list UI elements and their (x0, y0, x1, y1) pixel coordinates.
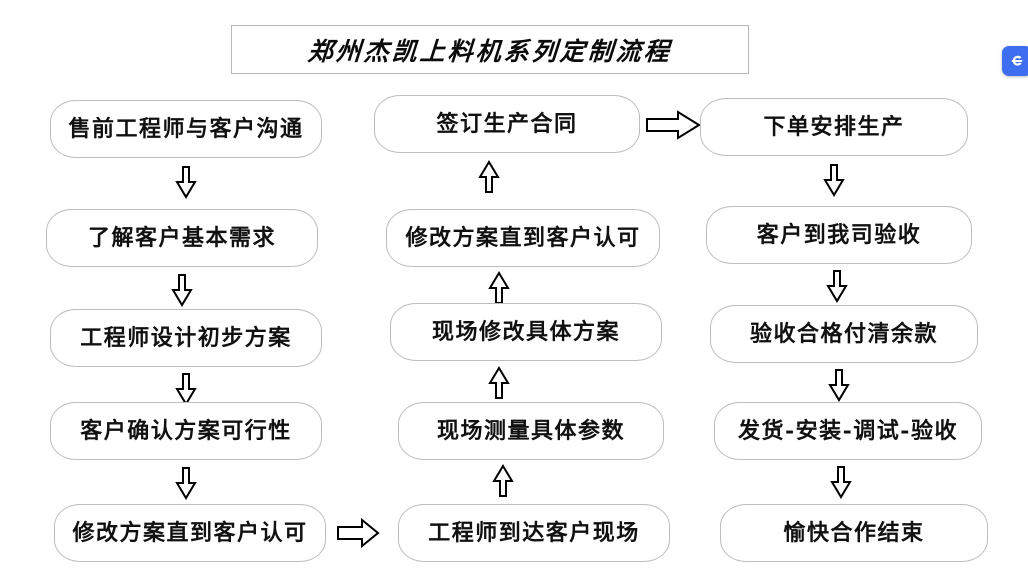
node-col3-step5[interactable]: 愉快合作结束 (720, 504, 988, 562)
node-col1-step2[interactable]: 了解客户基本需求 (46, 209, 318, 267)
node-label: 修改方案直到客户认可 (72, 520, 308, 546)
node-col2-step3[interactable]: 现场修改具体方案 (390, 303, 662, 361)
node-col1-step1[interactable]: 售前工程师与客户沟通 (50, 100, 322, 158)
node-col2-step5[interactable]: 签订生产合同 (374, 95, 640, 153)
s-glyph-icon (1011, 55, 1023, 66)
arrow-right-col1-to-col2 (337, 517, 380, 549)
node-label: 客户确认方案可行性 (80, 418, 292, 444)
chart-title-box: 郑州杰凯上料机系列定制流程 (231, 25, 749, 74)
node-col1-step4[interactable]: 客户确认方案可行性 (50, 402, 322, 460)
node-col2-step1[interactable]: 工程师到达客户现场 (398, 504, 670, 562)
node-label: 签订生产合同 (436, 111, 578, 137)
node-label: 了解客户基本需求 (87, 225, 276, 251)
node-label: 工程师到达客户现场 (428, 520, 640, 546)
arrow-up-col2-4 (478, 160, 500, 193)
page-title: 郑州杰凯上料机系列定制流程 (306, 36, 673, 66)
arrow-down-col1-4 (175, 467, 197, 500)
arrow-down-col3-3 (828, 369, 850, 402)
arrow-down-col3-4 (830, 466, 852, 499)
arrow-down-col3-2 (826, 270, 848, 303)
node-col1-step3[interactable]: 工程师设计初步方案 (50, 309, 322, 367)
sogou-browser-badge-icon[interactable] (1002, 46, 1028, 76)
node-col3-step4[interactable]: 发货-安装-调试-验收 (714, 402, 982, 460)
node-label: 客户到我司验收 (756, 222, 922, 248)
node-label: 愉快合作结束 (783, 520, 925, 546)
arrow-up-col2-2 (488, 366, 510, 399)
arrow-down-col3-1 (823, 164, 845, 197)
arrow-down-col1-1 (175, 166, 197, 199)
node-label: 现场测量具体参数 (436, 418, 625, 444)
node-label: 现场修改具体方案 (431, 319, 620, 345)
arrow-down-col1-2 (171, 274, 193, 307)
arrow-right-col2-to-col3 (646, 110, 701, 140)
node-label: 修改方案直到客户认可 (405, 225, 641, 251)
arrow-down-col1-3 (175, 373, 197, 406)
node-label: 售前工程师与客户沟通 (68, 116, 304, 142)
arrow-up-col2-1 (492, 464, 514, 497)
node-label: 验收合格付清余款 (749, 321, 938, 347)
node-col3-step2[interactable]: 客户到我司验收 (706, 206, 972, 264)
node-col2-step2[interactable]: 现场测量具体参数 (398, 402, 664, 460)
node-col2-step4[interactable]: 修改方案直到客户认可 (386, 209, 660, 267)
node-label: 下单安排生产 (763, 114, 905, 140)
node-col3-step3[interactable]: 验收合格付清余款 (710, 305, 978, 363)
node-col3-step1[interactable]: 下单安排生产 (700, 98, 968, 156)
arrow-up-col2-3 (488, 271, 510, 304)
node-label: 发货-安装-调试-验收 (738, 418, 958, 444)
node-label: 工程师设计初步方案 (80, 325, 292, 351)
node-col1-step5[interactable]: 修改方案直到客户认可 (54, 504, 326, 562)
